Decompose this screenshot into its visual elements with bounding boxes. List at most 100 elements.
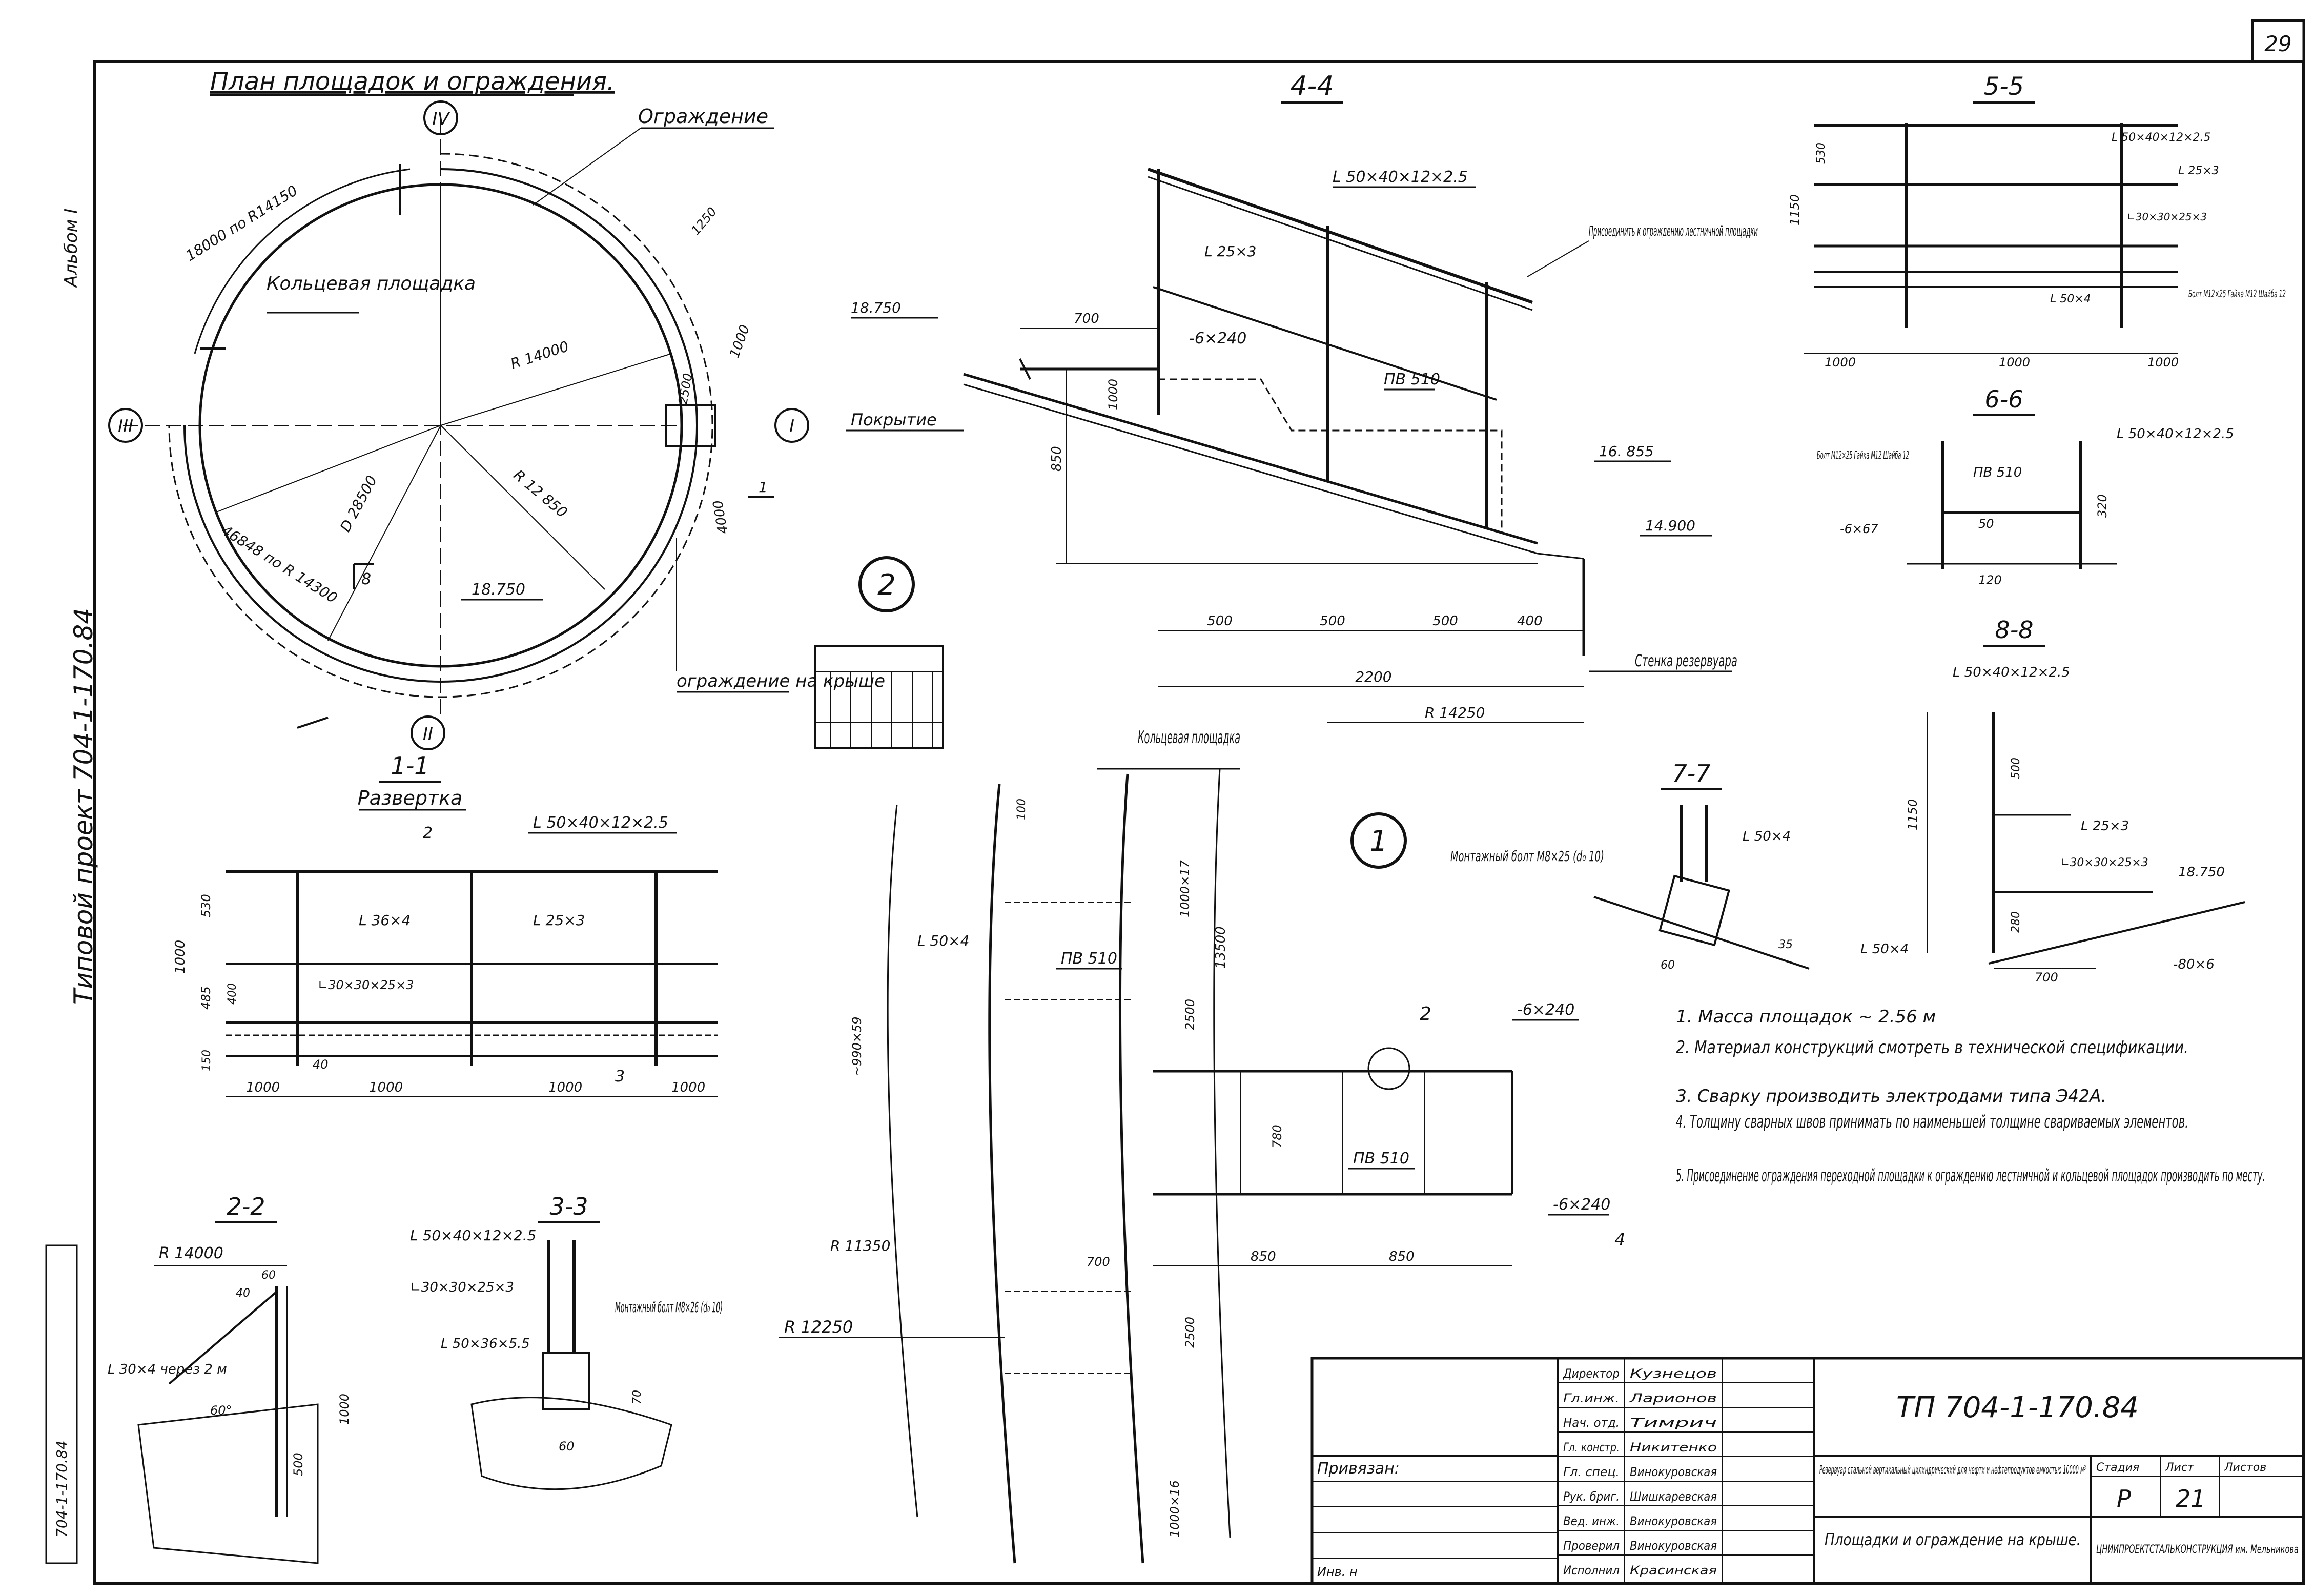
s44-level-top: 18.750 xyxy=(851,299,901,316)
plan-radius-1: R 14000 xyxy=(508,338,571,373)
s44-wall: Стенка резервуара xyxy=(1635,651,1737,670)
margin-stamp xyxy=(45,1244,78,1564)
s11-h400: 400 xyxy=(226,983,239,1005)
copy-vertical: 704-1-170.84 xyxy=(53,1441,70,1538)
s55-h1: 530 xyxy=(1815,142,1828,164)
plan-dim-1: 1000 xyxy=(727,323,753,360)
s66-bolt: Болт M12×25 Гайка M12 Шайба 12 xyxy=(1817,449,1909,461)
s22-radius: R 14000 xyxy=(159,1244,223,1262)
title-privyazan: Привязан: xyxy=(1317,1460,1400,1478)
s11-h485: 485 xyxy=(199,986,213,1010)
project-vertical: Типовой проект 704-1-170.84 xyxy=(69,608,98,1005)
plan-dim-3: 2500 xyxy=(675,372,695,405)
role-1: Директор xyxy=(1563,1366,1620,1381)
s11-d40: 40 xyxy=(313,1057,329,1072)
s44-covering: Покрытие xyxy=(851,410,937,429)
name-5: Винокуровская xyxy=(1630,1465,1717,1479)
node-2-detail: 2 xyxy=(814,556,944,749)
node1-grating2: ПВ 510 xyxy=(1353,1150,1409,1168)
s11-d1: 1000 xyxy=(246,1080,280,1095)
section-3-3: 3-3 L 50×40×12×2.5 ∟30×30×25×3 L 50×36×5… xyxy=(410,1193,723,1490)
sheet-number-box xyxy=(2251,19,2305,63)
s44-top-rail: L 50×40×12×2.5 xyxy=(1333,168,1468,186)
s55-d1: 1000 xyxy=(1825,355,1856,370)
note-1: 1. Масса площадок ~ 2.56 м xyxy=(1676,1007,1936,1027)
ring-platform-outer xyxy=(183,168,698,683)
s55-h: 1150 xyxy=(1788,194,1802,226)
section-5-5: 5-5 1000 1000 1000 1150 530 L 50×40×12×2… xyxy=(1788,72,2286,370)
roof-fence-arc xyxy=(168,153,713,698)
s44-attach: Присоединить к ограждению лестничной пло… xyxy=(1589,222,1758,239)
node1-r2: R 12250 xyxy=(784,1317,853,1337)
s77-d35: 35 xyxy=(1778,938,1793,951)
s44-d1000: 1000 xyxy=(1106,379,1120,410)
section-8-8: 8-8 L 50×40×12×2.5 L 25×3 ∟30×30×25×3 L … xyxy=(1860,616,2245,985)
s44-d2200: 2200 xyxy=(1355,668,1391,685)
section-22-title: 2-2 xyxy=(227,1193,265,1220)
s44-radius: R 14250 xyxy=(1425,704,1485,721)
node1-d2500b: 2500 xyxy=(1183,1317,1197,1348)
s33-mid: ∟30×30×25×3 xyxy=(410,1280,514,1295)
s88-d1150: 1150 xyxy=(1906,799,1920,830)
plan-diameter: D 28500 xyxy=(337,473,380,535)
s11-h150: 150 xyxy=(200,1050,213,1071)
section-66-title: 6-6 xyxy=(1984,385,2023,413)
section-6-6: 6-6 L 50×40×12×2.5 ПВ 510 Болт M12×25 Га… xyxy=(1817,385,2234,587)
s11-h1000: 1000 xyxy=(173,940,188,974)
s44-level-low: 14.900 xyxy=(1645,517,1695,534)
node1-ref: 2 xyxy=(1420,1004,1431,1025)
plan-arc-bottom: 46848 по R 14300 xyxy=(218,522,340,607)
axis-ii: II xyxy=(423,724,433,744)
axis-iv: IV xyxy=(432,109,450,129)
section-44-title: 4-4 xyxy=(1291,71,1334,101)
section-4-4: 4-4 L 50×40×12×2.5 L 25×3 -6×240 ПВ 510 … xyxy=(846,71,1758,723)
s55-lower: ∟30×30×25×3 xyxy=(2127,211,2207,223)
section-11-title: 1-1 xyxy=(391,752,429,780)
name-3: Тимрич xyxy=(1630,1416,1717,1430)
s11-cut3: 3 xyxy=(615,1068,625,1086)
name-7: Винокуровская xyxy=(1630,1514,1717,1528)
axis-i: I xyxy=(789,416,794,437)
s44-grating: ПВ 510 xyxy=(1384,371,1440,388)
arc-top-left xyxy=(194,168,411,354)
s66-grating: ПВ 510 xyxy=(1973,465,2022,480)
s11-d3: 1000 xyxy=(548,1080,582,1095)
node-2-marker: 2 xyxy=(877,568,896,602)
node1-arc: ~990×59 xyxy=(850,1016,864,1076)
s77-d60: 60 xyxy=(1661,959,1675,972)
plan-level: 18.750 xyxy=(472,581,525,599)
s66-d50: 50 xyxy=(1978,517,1994,531)
note-2: 2. Материал конструкций смотреть в техни… xyxy=(1676,1037,2188,1058)
s44-d500c: 500 xyxy=(1432,613,1458,629)
title-block: Директор Гл.инж. Нач. отд. Гл. констр. Г… xyxy=(1310,1357,2305,1585)
transition-platform-plan xyxy=(665,404,716,447)
s11-d2: 1000 xyxy=(369,1080,403,1095)
s11-d4: 1000 xyxy=(671,1080,705,1095)
node1-d780: 780 xyxy=(1270,1124,1284,1148)
s33-d70: 70 xyxy=(631,1390,644,1404)
axis-iii: III xyxy=(118,416,133,437)
section-77-title: 7-7 xyxy=(1672,760,1710,787)
s44-mid-rail: L 25×3 xyxy=(1204,243,1256,260)
s88-top: L 50×40×12×2.5 xyxy=(1953,665,2070,680)
s33-post: L 50×36×5.5 xyxy=(441,1336,530,1352)
node1-r1: R 11350 xyxy=(830,1237,890,1254)
node1-d850: 850 xyxy=(1251,1249,1276,1264)
plan-radius-2: R 12 850 xyxy=(510,466,571,521)
sheet-number: 29 xyxy=(2264,31,2291,56)
s33-d60: 60 xyxy=(559,1439,575,1454)
plan-arc-top: 18000 по R14150 xyxy=(182,182,300,264)
s55-mid: L 25×3 xyxy=(2178,165,2219,177)
plan-section-1: 1 xyxy=(759,479,768,496)
s77-angle: L 50×4 xyxy=(1743,829,1791,844)
plan-ring-label: Кольцевая площадка xyxy=(267,273,476,294)
name-9: Красинская xyxy=(1630,1563,1717,1578)
plan-fence-label: Ограждение xyxy=(638,105,768,128)
node1-angle: L 50×4 xyxy=(917,932,969,949)
node1-ring: Кольцевая площадка xyxy=(1138,727,1240,748)
s11-lower: ∟30×30×25×3 xyxy=(318,978,414,992)
section-1-1: 1-1 Развертка 1000 1000 1000 1000 40 L 5… xyxy=(173,752,718,1097)
s55-bolt: Болт M12×25 Гайка M12 Шайба 12 xyxy=(2188,288,2286,300)
s88-lower: ∟30×30×25×3 xyxy=(2060,856,2148,869)
